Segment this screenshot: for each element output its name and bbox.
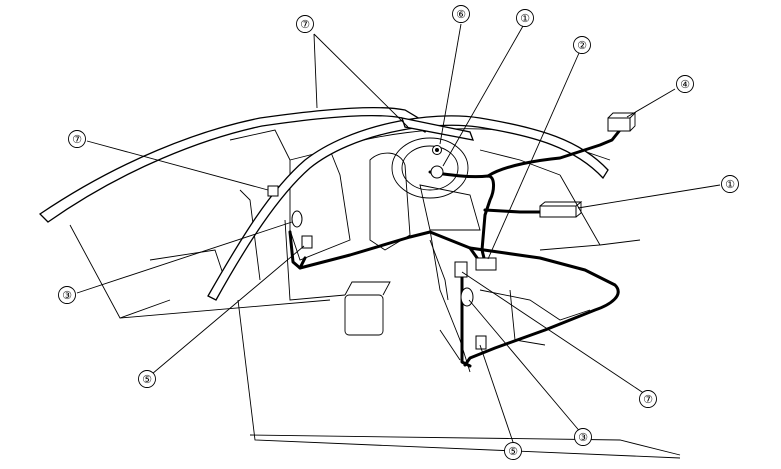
driver-airbag-module	[430, 165, 444, 179]
wiring-harness	[288, 128, 622, 368]
callout-label: ②	[577, 39, 587, 52]
callout-1-top: ①	[516, 9, 534, 27]
car-body-outline	[69, 128, 681, 459]
left-pretensioner	[291, 210, 303, 228]
callout-5-bottom: ⑤	[504, 442, 522, 460]
callout-label: ⑦	[643, 393, 653, 406]
callout-3-left: ③	[58, 286, 76, 304]
callout-label: ⑥	[456, 8, 466, 21]
right-seat-module	[454, 261, 468, 278]
callout-label: ③	[62, 289, 72, 302]
callouts: ⑦ ⑥ ① ② ④ ⑦ ① ③	[58, 5, 739, 460]
callout-label: ⑤	[142, 373, 152, 386]
callout-7-left: ⑦	[68, 130, 86, 148]
callout-2: ②	[573, 36, 591, 54]
components	[267, 111, 637, 350]
callout-5-left: ⑤	[138, 370, 156, 388]
curtain-airbag-modules	[38, 106, 609, 301]
callout-6: ⑥	[452, 5, 470, 23]
callout-label: ⑤	[508, 445, 518, 458]
callout-label: ⑦	[72, 133, 82, 146]
callout-7-top: ⑦	[296, 15, 314, 33]
front-crash-sensor	[607, 117, 631, 132]
callout-1-right: ①	[721, 175, 739, 193]
callout-label: ⑦	[300, 18, 310, 31]
callout-label: ③	[578, 431, 588, 444]
callout-label: ④	[680, 78, 690, 91]
left-pillar-connector	[267, 185, 279, 197]
passenger-airbag-module	[539, 205, 577, 218]
callout-label: ①	[725, 178, 735, 191]
leader-lines	[76, 23, 721, 446]
callout-7-bottom: ⑦	[639, 390, 657, 408]
callout-label: ①	[520, 12, 530, 25]
callout-3-bottom: ③	[574, 428, 592, 446]
srs-control-module	[475, 257, 497, 271]
left-side-sensor	[301, 235, 313, 249]
callout-4: ④	[676, 75, 694, 93]
